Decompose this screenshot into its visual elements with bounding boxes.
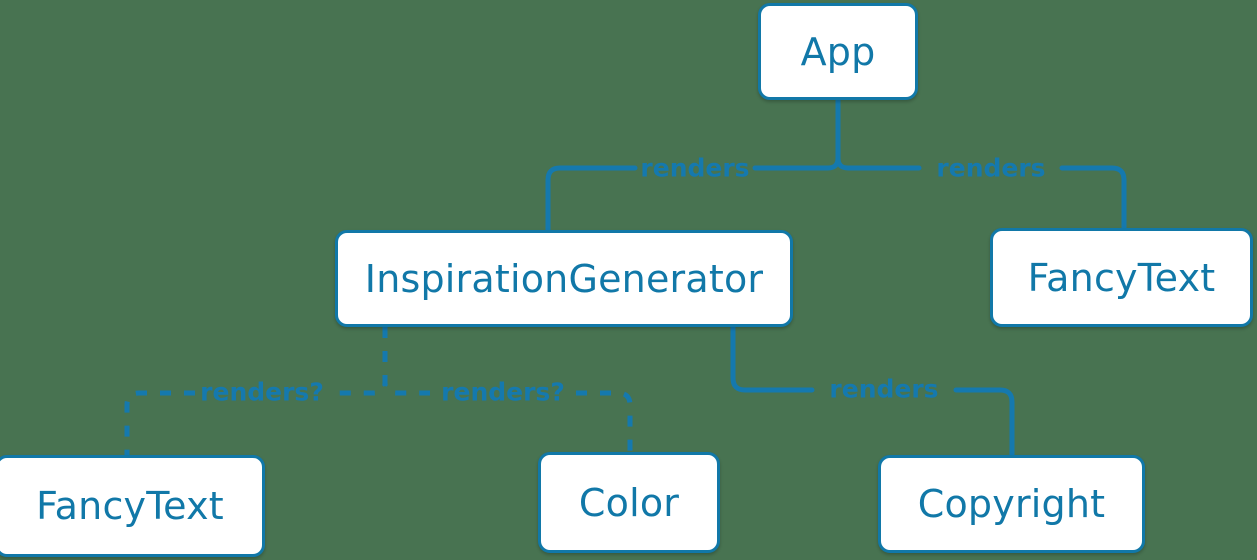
edge-label-inspiration-copyright: renders	[829, 374, 939, 404]
node-copyright[interactable]: Copyright	[878, 455, 1145, 553]
edge-label-app-inspiration: renders	[640, 153, 750, 183]
node-copyright-label: Copyright	[917, 482, 1106, 526]
node-app-label: App	[800, 29, 876, 74]
node-inspiration-generator-label: InspirationGenerator	[364, 256, 764, 301]
edge-label-app-fancytext: renders	[936, 153, 1046, 183]
edge-app-fancytext	[835, 97, 1127, 231]
node-fancytext-right-label: FancyText	[1027, 255, 1216, 300]
node-fancytext-right[interactable]: FancyText	[990, 228, 1253, 327]
node-color[interactable]: Color	[538, 452, 720, 553]
node-color-label: Color	[578, 480, 680, 525]
edge-inspiration-color	[382, 327, 633, 452]
edge-inspiration-copyright	[730, 324, 1015, 458]
node-fancytext-bottom[interactable]: FancyText	[0, 455, 265, 557]
edge-label-inspiration-fancytext: renders?	[200, 377, 324, 407]
node-fancytext-bottom-label: FancyText	[36, 484, 224, 528]
node-inspiration-generator[interactable]: InspirationGenerator	[335, 230, 793, 327]
node-app[interactable]: App	[758, 3, 918, 100]
edge-label-inspiration-color: renders?	[441, 377, 565, 407]
